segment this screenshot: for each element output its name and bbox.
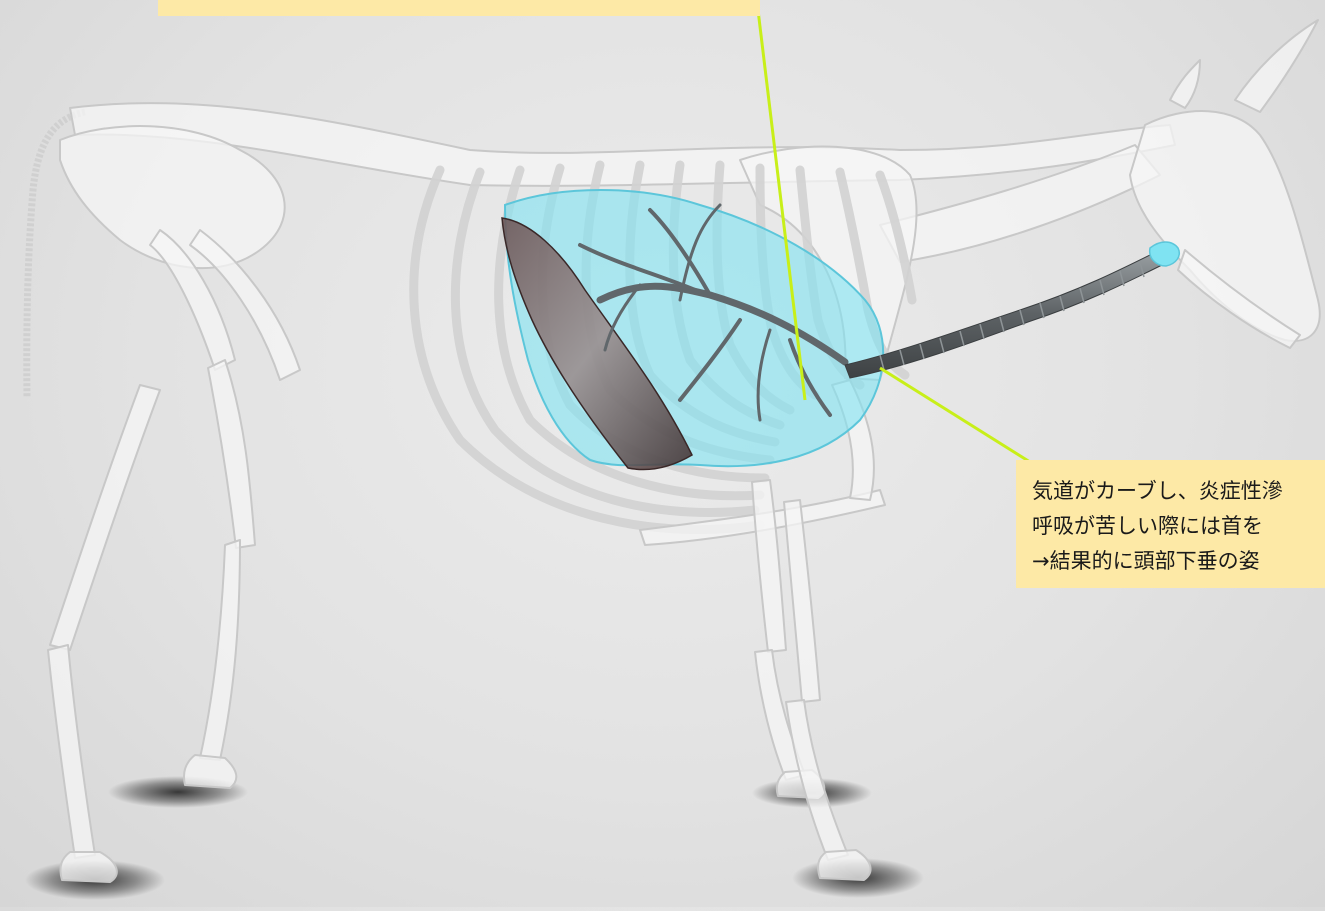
radius-fore-right [784,500,820,702]
callout-right-line-3: →結果的に頭部下垂の姿 [1032,544,1325,579]
metatarsal-hind-right [48,645,95,858]
callout-top [158,0,760,16]
horn-left [1235,20,1318,112]
horn-right [1170,60,1200,108]
tibia-hind-right [50,385,160,650]
hoof-fore-right [818,850,871,880]
leader-line-right [880,368,1030,462]
callout-right-line-2: 呼吸が苦しい際には首を [1032,509,1325,544]
tibia-hind-left [208,360,255,548]
hoof-hind-right [60,852,116,882]
callout-right-line-1: 気道がカーブし、炎症性滲 [1032,474,1325,509]
metatarsal-hind-left [200,540,240,760]
radius-fore-left [752,480,786,652]
hoof-hind-left [184,755,236,788]
larynx [1150,242,1180,266]
callout-right: 気道がカーブし、炎症性滲 呼吸が苦しい際には首を →結果的に頭部下垂の姿 [1016,460,1325,588]
